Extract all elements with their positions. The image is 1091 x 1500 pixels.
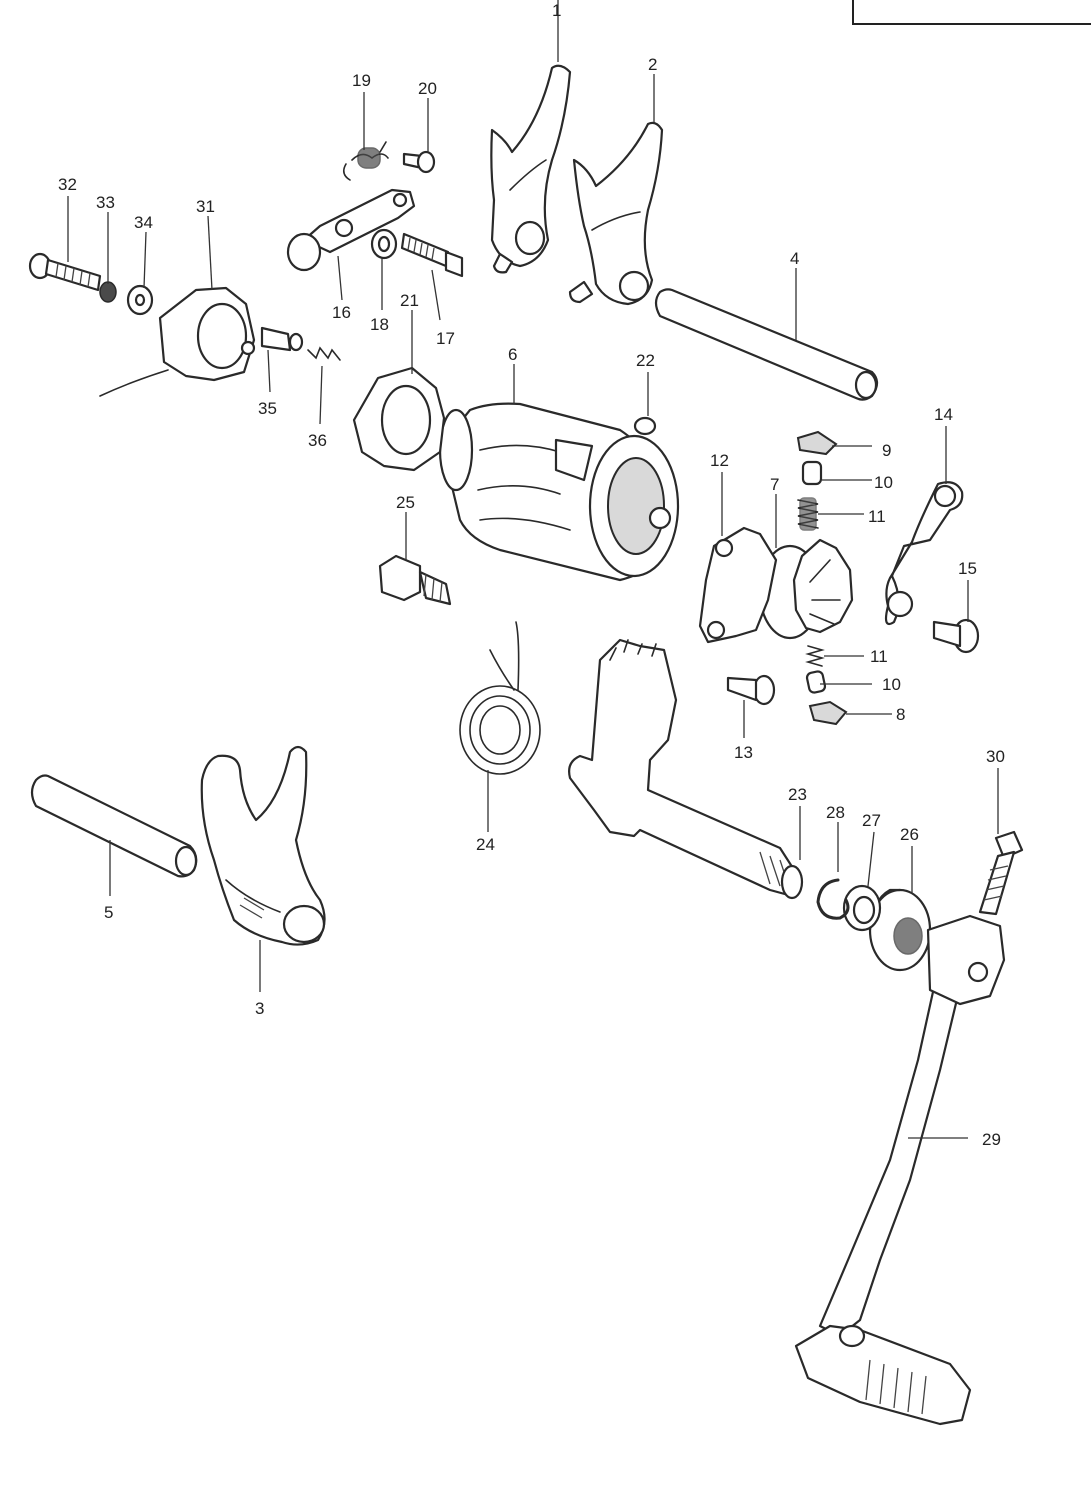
part-screw-15	[932, 618, 980, 654]
frame-corner	[852, 0, 1091, 25]
callout-35: 35	[258, 399, 277, 418]
callout-25: 25	[396, 493, 415, 512]
part-washer-18	[370, 228, 398, 260]
part-return-spring-24	[459, 621, 541, 775]
part-shift-fork-3	[200, 745, 326, 946]
part-pin-22	[633, 416, 657, 436]
part-cam-stopper-plate-14	[884, 481, 964, 626]
leader-lines	[67, 0, 999, 1139]
callout-18: 18	[370, 315, 389, 334]
callout-8: 8	[896, 705, 905, 724]
callout-19: 19	[352, 71, 371, 90]
part-cam-gear-21	[352, 366, 446, 472]
part-washer-27	[842, 884, 882, 932]
callout-36: 36	[308, 431, 327, 450]
callout-12: 12	[710, 451, 729, 470]
part-bolt-17	[400, 232, 464, 278]
part-pin-10-top	[801, 460, 823, 486]
part-bolt-32	[28, 252, 102, 292]
part-screw-13	[726, 674, 776, 706]
callout-23: 23	[788, 785, 807, 804]
callout-7: 7	[770, 475, 779, 494]
part-cam-driven-gear-7	[758, 538, 854, 640]
part-spring-19	[342, 141, 389, 181]
callout-28: 28	[826, 803, 845, 822]
part-pin-10-bottom	[805, 670, 827, 694]
part-oil-seal-26	[868, 888, 932, 972]
callout-3: 3	[255, 999, 264, 1018]
part-shift-cam-6	[438, 402, 680, 582]
callout-2: 2	[648, 55, 657, 74]
part-spring-36	[307, 346, 341, 361]
callout-22: 22	[636, 351, 655, 370]
callout-29: 29	[982, 1130, 1001, 1149]
part-cam-stopper-16	[286, 188, 416, 272]
callout-labels: 1 2 3 4 5 6 7 8 9 10 10 11 11 12 13 14 1…	[58, 1, 1005, 1149]
part-cam-guide-12	[698, 526, 778, 644]
part-washer-34	[126, 284, 154, 316]
part-pawl-8	[808, 700, 848, 726]
callout-11-bottom: 11	[870, 647, 888, 666]
part-spring-11-bottom	[805, 645, 825, 667]
part-pin-35	[260, 326, 304, 352]
callout-34: 34	[134, 213, 153, 232]
callout-10-bottom: 10	[882, 675, 901, 694]
callout-1: 1	[552, 1, 561, 20]
callout-13: 13	[734, 743, 753, 762]
part-shaft-5	[30, 774, 198, 878]
part-gearshift-shaft-23	[568, 638, 804, 900]
callout-16: 16	[332, 303, 351, 322]
callout-14: 14	[934, 405, 953, 424]
part-gearshift-lever-29	[794, 914, 1006, 1426]
callout-32: 32	[58, 175, 77, 194]
callout-21: 21	[400, 291, 419, 310]
callout-27: 27	[862, 811, 881, 830]
callout-33: 33	[96, 193, 115, 212]
part-spring-11-top	[797, 497, 819, 531]
part-bolt-30	[978, 830, 1024, 916]
part-pawl-9	[796, 430, 838, 456]
callout-17: 17	[436, 329, 455, 348]
callout-6: 6	[508, 345, 517, 364]
callout-31: 31	[196, 197, 215, 216]
part-circlip-28	[816, 878, 850, 920]
part-fork-shaft-4	[654, 288, 879, 401]
part-plug-25	[378, 554, 452, 606]
part-nut-33	[99, 281, 117, 303]
part-shift-fork-2	[568, 121, 664, 306]
part-shift-fork-1	[490, 64, 572, 274]
callout-4: 4	[790, 249, 799, 268]
part-pin-20	[402, 150, 436, 174]
callout-11-top: 11	[868, 507, 886, 526]
callout-10-top: 10	[874, 473, 893, 492]
callout-5: 5	[104, 903, 113, 922]
callout-9: 9	[882, 441, 891, 460]
callout-15: 15	[958, 559, 977, 578]
part-stopper-housing-31	[99, 286, 256, 397]
callout-24: 24	[476, 835, 495, 854]
callout-20: 20	[418, 79, 437, 98]
callout-26: 26	[900, 825, 919, 844]
callout-30: 30	[986, 747, 1005, 766]
